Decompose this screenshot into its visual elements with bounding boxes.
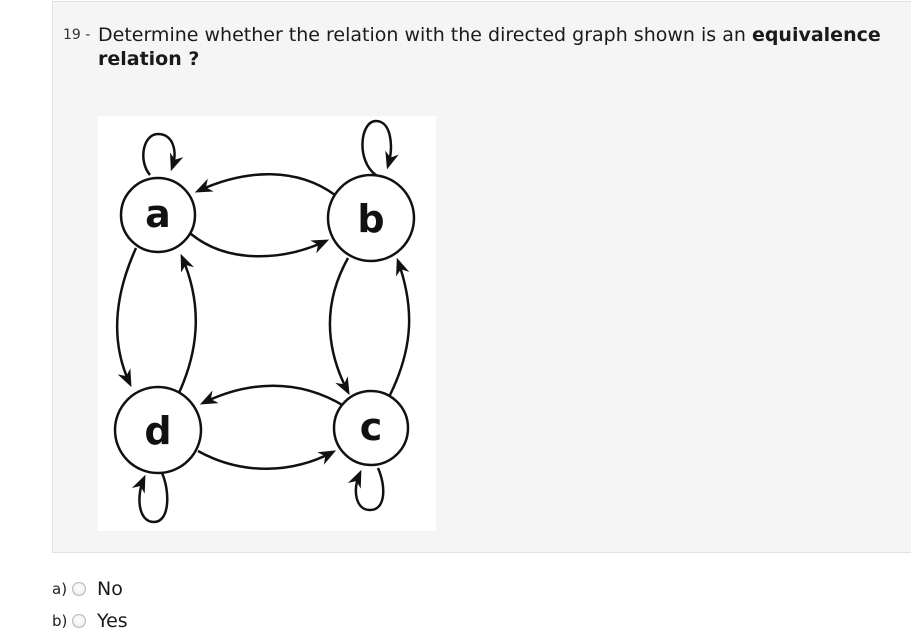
graph-edges (115, 119, 411, 524)
directed-graph-svg: a b c d (113, 119, 416, 524)
option-a[interactable]: a) No (52, 577, 123, 601)
loop-c (347, 467, 385, 512)
loop-b (361, 119, 399, 177)
question-text-bold: equivalence relation ? (98, 24, 881, 70)
question-number: 19 - (63, 27, 91, 43)
node-d-circle (113, 385, 203, 475)
loop-d (131, 472, 169, 524)
node-a-circle (119, 176, 197, 254)
option-b-label[interactable]: Yes (97, 610, 128, 632)
node-c-circle (332, 389, 410, 467)
option-a-letter: a) (52, 580, 68, 598)
node-a-label: a (145, 192, 171, 236)
option-a-label[interactable]: No (97, 578, 123, 600)
option-b[interactable]: b) Yes (52, 609, 128, 633)
edge-a-to-d (115, 247, 138, 388)
edge-d-to-c (197, 449, 337, 470)
node-c-label: c (360, 405, 383, 449)
option-a-radio[interactable] (72, 582, 86, 596)
option-b-radio[interactable] (72, 614, 86, 628)
edge-b-to-a (194, 172, 336, 197)
edge-a-to-b (190, 233, 330, 258)
directed-graph-image: a b c d (98, 116, 436, 531)
option-b-letter: b) (52, 612, 68, 630)
node-d-label: d (144, 409, 171, 453)
edge-c-to-b (388, 257, 411, 396)
node-b-circle (326, 173, 416, 263)
question-text: Determine whether the relation with the … (98, 23, 888, 71)
question-text-plain: Determine whether the relation with the … (98, 24, 752, 46)
loop-a (142, 132, 184, 176)
edge-c-to-d (199, 384, 345, 408)
edge-b-to-c (328, 257, 350, 396)
graph-nodes: a b c d (113, 173, 416, 475)
edge-d-to-a (176, 253, 198, 396)
node-b-label: b (357, 197, 384, 241)
